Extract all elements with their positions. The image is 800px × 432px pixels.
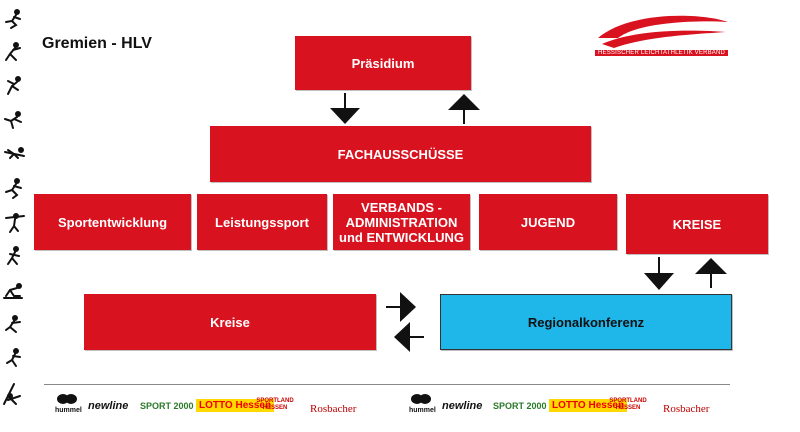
hummel-logo-icon (411, 394, 431, 404)
sponsor-newline: newline (88, 400, 129, 412)
kreise-top-box: KREISE (626, 194, 768, 254)
sponsor-lotto: LOTTO Hessen (196, 399, 275, 412)
fachausschuesse-box: FACHAUSSCHÜSSE (210, 126, 591, 182)
sprinter-icon (5, 178, 22, 199)
fachausschuesse-label: FACHAUSSCHÜSSE (337, 146, 464, 162)
sponsor-sport2000: SPORT 2000 (140, 401, 194, 411)
starter-icon (3, 283, 23, 299)
praesidium-box: Präsidium (295, 36, 471, 90)
jumper-icon (5, 42, 21, 61)
jugend-box: JUGEND (479, 194, 617, 250)
jugend-label: JUGEND (520, 214, 576, 230)
regionalkonferenz-box: Regionalkonferenz (440, 294, 732, 350)
leistungssport-box: Leistungssport (197, 194, 327, 250)
sportentwicklung-box: Sportentwicklung (34, 194, 191, 250)
runner-icon (6, 348, 21, 367)
sponsor-hummel: hummel (409, 407, 436, 414)
sportentwicklung-label: Sportentwicklung (57, 214, 168, 230)
arrow-left-exchange (394, 322, 424, 352)
sponsor-divider (44, 384, 730, 385)
pole-vaulter-icon (3, 383, 21, 405)
verbands-box: VERBANDS - ADMINISTRATION und ENTWICKLUN… (333, 194, 470, 250)
arrow-right-exchange (386, 292, 416, 322)
sponsor-sport2000: SPORT 2000 (493, 401, 547, 411)
athletics-icons-sidebar (3, 9, 25, 405)
kreise-label: Kreise (210, 314, 250, 330)
verbands-line-2: ADMINISTRATION (345, 214, 458, 230)
hurdler-icon (4, 111, 22, 129)
leistungssport-label: Leistungssport (215, 214, 309, 230)
arrow-up-kreise (695, 258, 727, 288)
sponsor-rosbacher: Rosbacher (310, 403, 357, 415)
hlv-logo (598, 15, 728, 48)
sponsor-sportland: SPORTLAND HESSEN (256, 398, 294, 411)
kreise-box: Kreise (84, 294, 376, 350)
page-title: Gremien - HLV (42, 35, 152, 52)
kreise-top-label: KREISE (672, 216, 722, 232)
sponsor-rosbacher: Rosbacher (663, 403, 710, 415)
regionalkonferenz-label: Regionalkonferenz (527, 314, 645, 330)
verbands-line-3: und ENTWICKLUNG (339, 229, 464, 245)
walker-icon (7, 246, 20, 265)
javelin-icon (5, 213, 25, 233)
arrow-up-praesidium (448, 94, 480, 124)
runner-icon (5, 9, 21, 29)
arrow-down-kreise (644, 257, 674, 290)
verbands-line-1: VERBANDS - (361, 199, 442, 215)
sponsor-lotto: LOTTO Hessen (549, 399, 628, 412)
praesidium-label: Präsidium (351, 55, 415, 71)
sponsor-newline: newline (442, 400, 483, 412)
sponsor-sportland: SPORTLAND HESSEN (609, 398, 647, 411)
logo-text: HESSISCHER LEICHTATHLETIK VERBAND (595, 50, 729, 56)
pole-vault-icon (4, 147, 25, 159)
sponsor-hummel: hummel (55, 407, 82, 414)
arrow-down-praesidium (330, 93, 360, 124)
thrower-icon (7, 76, 21, 95)
high-jump-icon (5, 315, 21, 333)
hummel-logo-icon (57, 394, 77, 404)
